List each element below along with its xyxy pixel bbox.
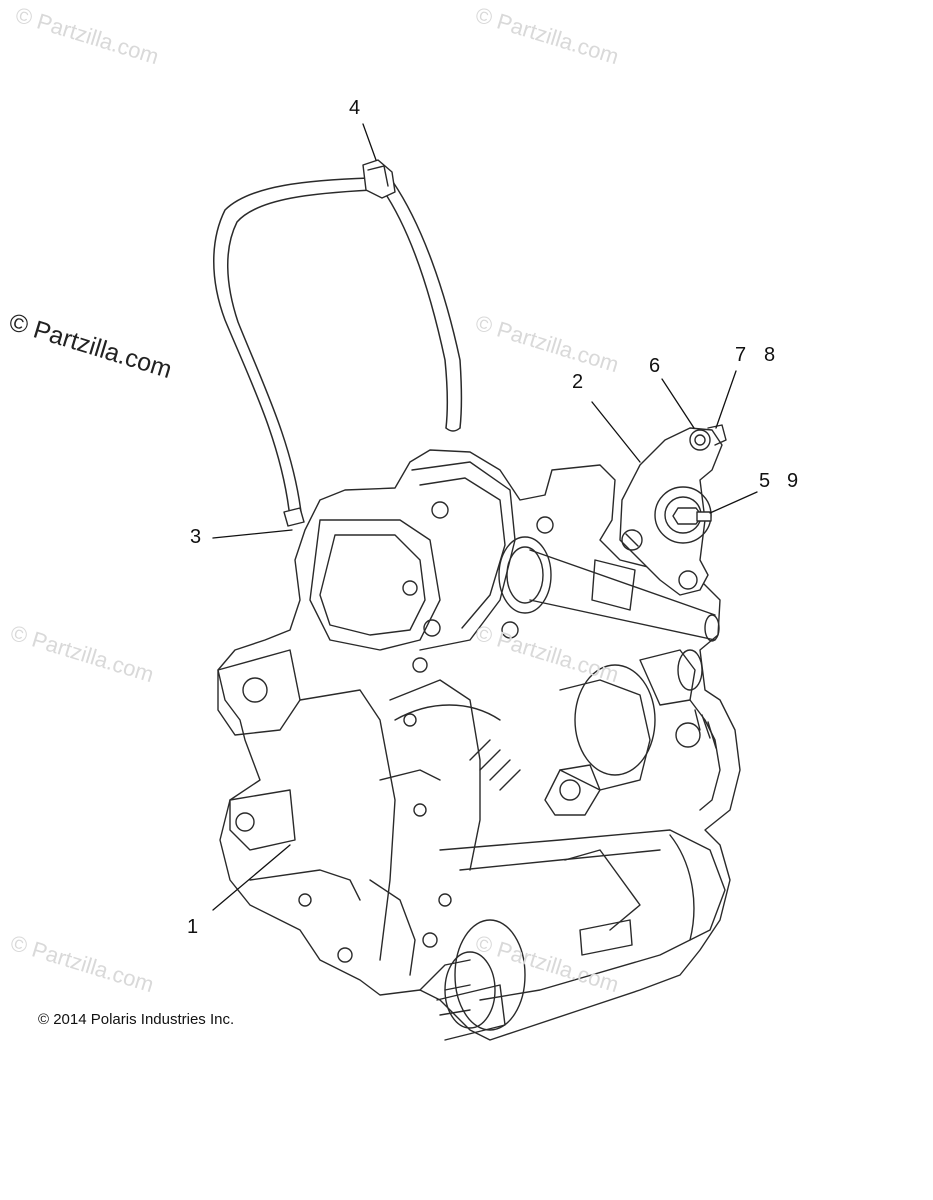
shift-sensor-assembly (619, 424, 727, 596)
callout-2: 2 (572, 371, 584, 393)
callout-8: 8 (764, 344, 776, 366)
callout-1: 1 (187, 916, 199, 938)
callout-4: 4 (349, 97, 361, 119)
callout-7: 7 (735, 344, 747, 366)
callout-5: 5 (759, 470, 771, 492)
callout-9: 9 (787, 470, 799, 492)
callout-3: 3 (190, 526, 202, 548)
callout-6: 6 (649, 355, 661, 377)
gearcase-housing (217, 449, 741, 1041)
vent-hose (213, 159, 463, 527)
leader-lines (212, 123, 758, 911)
copyright-notice: © 2014 Polaris Industries Inc. (38, 1011, 235, 1028)
